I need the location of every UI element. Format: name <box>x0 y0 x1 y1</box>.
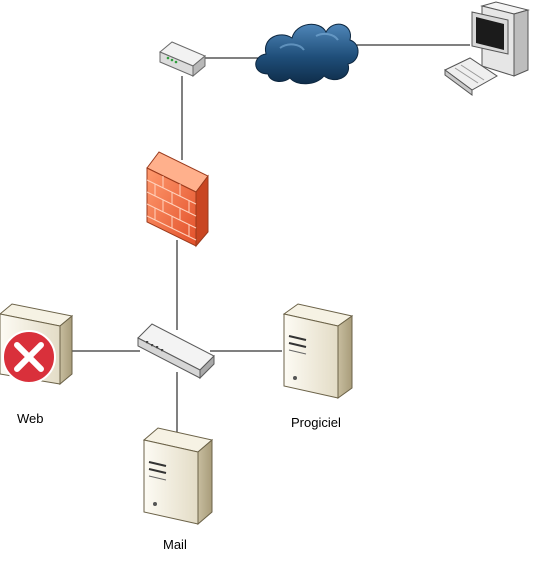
web-server-label: Web <box>17 411 44 426</box>
connection-links <box>72 44 470 432</box>
workstation-icon <box>444 1 530 96</box>
firewall-icon <box>146 151 209 248</box>
switch-icon <box>137 323 215 380</box>
mail-server-icon <box>142 427 214 526</box>
error-icon <box>2 330 56 384</box>
router-icon <box>159 41 206 78</box>
mail-server-label: Mail <box>163 537 187 552</box>
cloud-icon <box>255 23 359 85</box>
progiciel-server-label: Progiciel <box>291 415 341 430</box>
progiciel-server-icon <box>282 303 354 399</box>
